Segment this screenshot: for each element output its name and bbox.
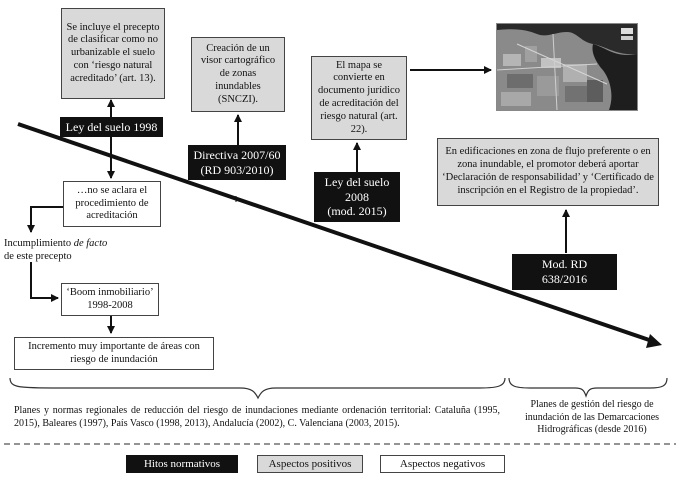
right-brace — [508, 377, 668, 398]
box-incremento: Incremento muy importante de áreas con r… — [14, 337, 214, 370]
box-boom-inmobiliario: ‘Boom inmobiliario’ 1998-2008 — [61, 283, 159, 316]
demarcaciones-plans-text: Planes de gestión del riesgo de inundaci… — [524, 399, 660, 435]
incumplimiento-text: Incumplimiento de facto de este precepto — [4, 238, 108, 263]
left-brace — [9, 377, 506, 400]
box-clasificar-text: Se incluye el precepto de clasificar com… — [66, 21, 160, 84]
regional-plans-text: Planes y normas regionales de reducción … — [14, 405, 500, 429]
box-incremento-text: Incremento muy importante de áreas con r… — [28, 340, 200, 365]
milestone-ley-suelo-2008: Ley del suelo 2008 (mod. 2015) — [314, 172, 400, 222]
box-mapa-text: El mapa se convierte en documento jurídi… — [318, 59, 400, 135]
box-edificaciones: En edificaciones en zona de flujo prefer… — [437, 138, 659, 206]
box-no-aclara: …no se aclara el procedimiento de acredi… — [63, 181, 161, 227]
box-no-aclara-text: …no se aclara el procedimiento de acredi… — [75, 184, 149, 222]
milestone-ley-suelo-1998: Ley del suelo 1998 — [60, 117, 163, 137]
milestone-directiva-2007: Directiva 2007/60 (RD 903/2010) — [188, 145, 286, 180]
milestone-mod-rd-638: Mod. RD 638/2016 — [512, 254, 617, 290]
timeline-arrowhead — [646, 334, 662, 348]
box-boom-text: ‘Boom inmobiliario’ 1998-2008 — [66, 286, 154, 311]
legend-aspectos-positivos: Aspectos positivos — [257, 455, 363, 473]
box-visor-snczi: Creación de un visor cartográfico de zon… — [191, 37, 285, 112]
box-edificaciones-text: En edificaciones en zona de flujo prefer… — [442, 146, 654, 196]
timeline-arrow — [17, 122, 656, 344]
box-mapa-documento: El mapa se convierte en documento jurídi… — [311, 56, 407, 140]
box-visor-text: Creación de un visor cartográfico de zon… — [200, 42, 276, 105]
legend-hitos-normativos: Hitos normativos — [126, 455, 238, 473]
box-clasificar-no-urbanizable: Se incluye el precepto de clasificar com… — [61, 8, 165, 99]
legend-aspectos-negativos: Aspectos negativos — [380, 455, 505, 473]
flood-map-aerial-image — [496, 23, 638, 111]
